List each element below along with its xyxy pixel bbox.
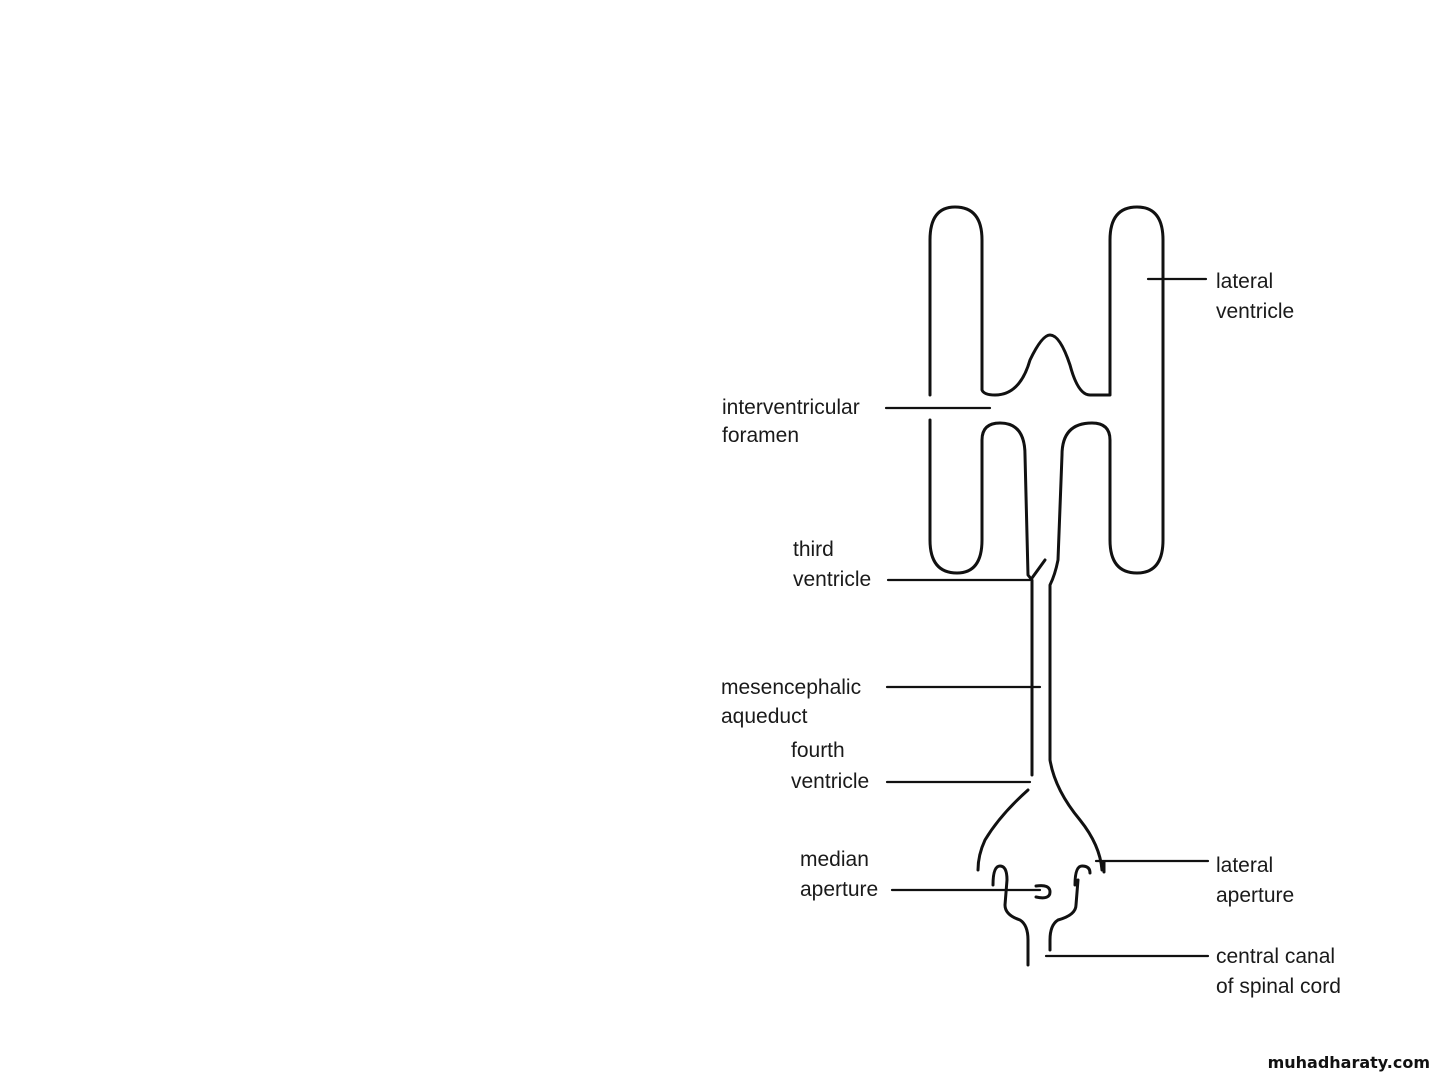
ventricle-outline <box>928 205 1165 967</box>
labels: lateral ventricle interventricular foram… <box>721 270 1341 998</box>
watermark: muhadharaty.com <box>1267 1053 1430 1072</box>
label-mesencephalic-aqueduct: mesencephalic aqueduct <box>721 676 867 728</box>
label-interventricular-foramen: interventricular foramen <box>722 396 866 447</box>
left-lateral-recess <box>991 864 1030 967</box>
leader-lines <box>884 277 1210 958</box>
fourth-ventricle-left-wall <box>976 788 1030 872</box>
label-median-aperture: median aperture <box>800 848 878 901</box>
right-lateral-recess <box>1048 864 1092 952</box>
median-aperture-loop <box>1034 884 1052 900</box>
left-lateral-ventricle-outline <box>928 205 1165 872</box>
label-third-ventricle: third ventricle <box>793 538 871 591</box>
left-outer-wall <box>928 418 1034 777</box>
third-ventricle-tick <box>1030 558 1047 580</box>
label-fourth-ventricle: fourth ventricle <box>791 739 869 793</box>
label-lateral-aperture: lateral aperture <box>1216 854 1294 907</box>
label-central-canal: central canal of spinal cord <box>1216 945 1341 998</box>
label-lateral-ventricle: lateral ventricle <box>1216 270 1294 323</box>
